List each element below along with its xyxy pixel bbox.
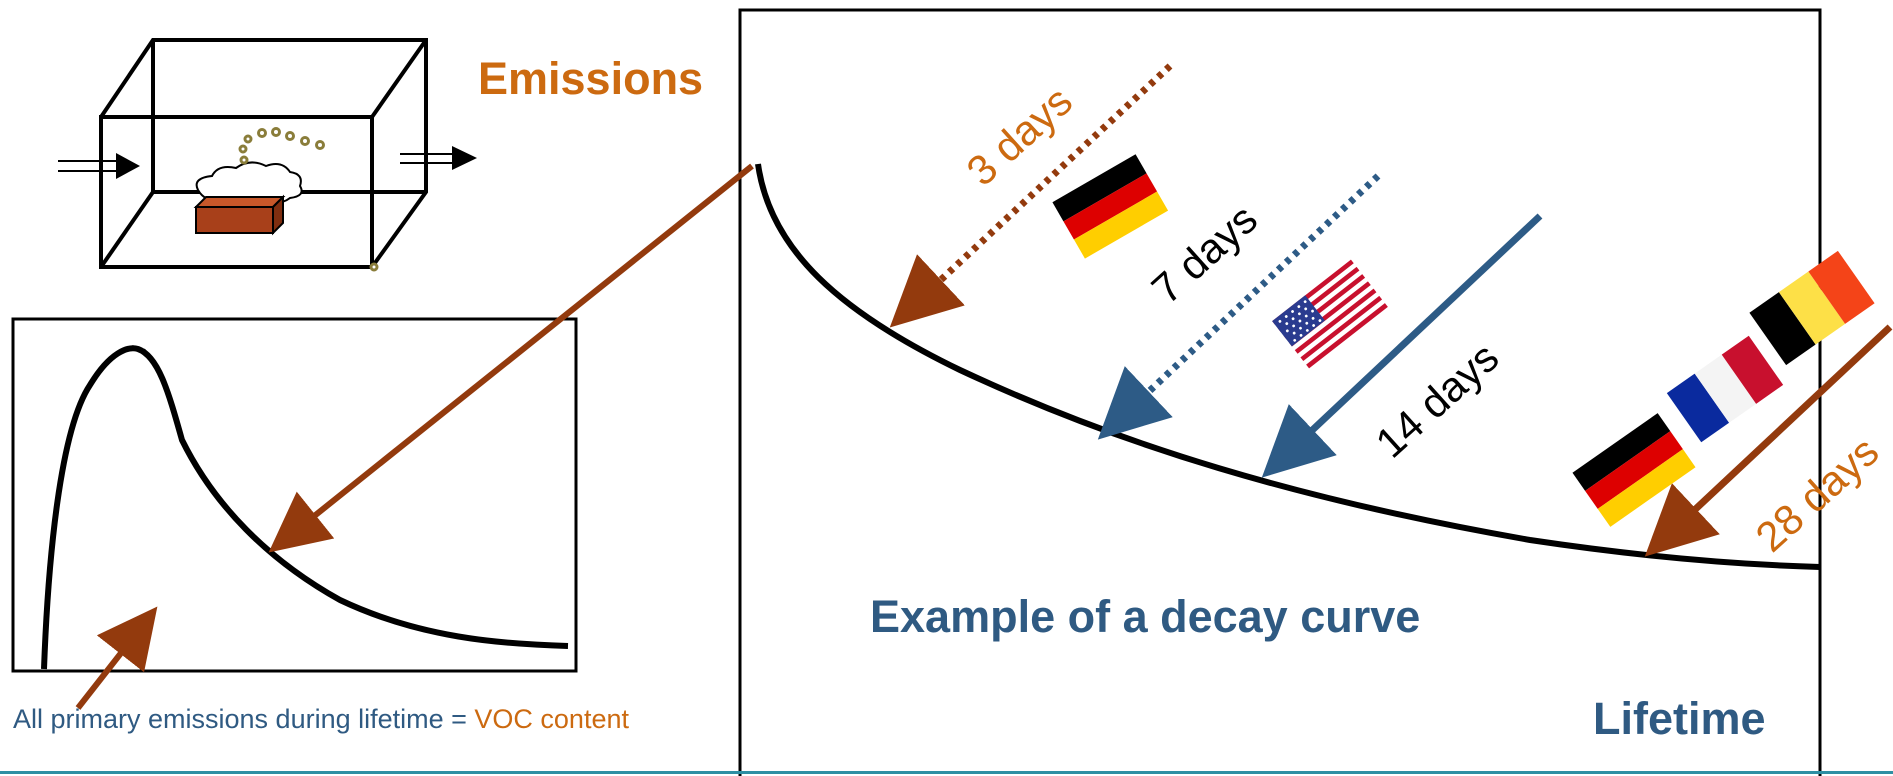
usa-flag-icon (1272, 259, 1388, 369)
belgium-flag-icon (1749, 250, 1875, 366)
primary-emissions-text: All primary emissions during lifetime = (13, 704, 474, 734)
lifetime-label: Lifetime (1593, 693, 1766, 744)
particles-icon (238, 127, 379, 272)
duration-label-3: 3 days (958, 77, 1081, 195)
germany-flag-icon (1572, 413, 1696, 527)
arrow-28-days (1644, 324, 1893, 557)
france-flag-icon (1666, 335, 1784, 443)
outlet-arrow-icon (400, 146, 477, 170)
zoom-connector-arrow (268, 163, 754, 553)
decay-curve-panel (738, 8, 1822, 776)
primary-emissions-caption: All primary emissions during lifetime = … (13, 704, 629, 734)
arrow-14-days (1261, 213, 1543, 478)
duration-label-14: 14 days (1367, 333, 1508, 466)
emission-chamber-icon (58, 38, 477, 272)
example-title: Example of a decay curve (870, 591, 1420, 642)
inlet-arrow-icon (58, 153, 140, 179)
arrow-7-days (1097, 173, 1381, 440)
voc-content-arrow (75, 606, 158, 710)
emission-profile-panel (11, 317, 578, 673)
brick-icon (193, 194, 286, 236)
voc-content-text: VOC content (474, 704, 629, 734)
footer-divider (0, 771, 1893, 774)
germany-flag-icon (1052, 154, 1169, 259)
duration-label-28: 28 days (1747, 427, 1888, 560)
decay-curve (755, 163, 1821, 570)
emission-profile-curve (41, 345, 569, 670)
emissions-label: Emissions (478, 53, 703, 104)
